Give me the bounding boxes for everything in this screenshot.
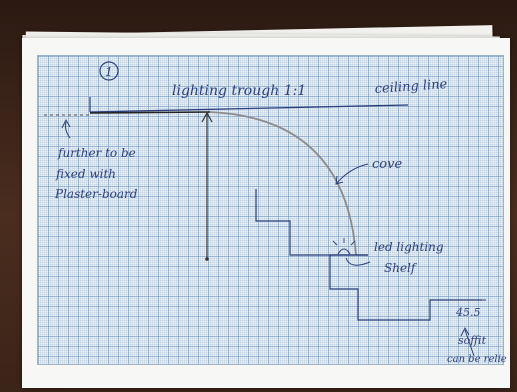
- ceiling-line-label: ceiling line: [374, 77, 448, 97]
- paper-sheet: [22, 38, 510, 388]
- led-label-line-2: Shelf: [384, 261, 418, 275]
- cove-label: cove: [372, 157, 402, 172]
- page-number: 1: [105, 65, 113, 79]
- drawing-title: lighting trough 1:1: [172, 83, 306, 99]
- soffit-arrowhead-icon: [460, 326, 470, 337]
- note-line-1: further to be: [57, 146, 136, 160]
- cove-curve: [209, 111, 357, 256]
- led-ray-2: [332, 240, 338, 246]
- stepped-profile-line: [255, 189, 482, 321]
- soffit-arrow-icon: [464, 329, 475, 357]
- page-number-circle: [99, 61, 119, 81]
- note-line-3: Plaster-board: [54, 187, 138, 201]
- soffit-note: can be relie: [447, 354, 507, 365]
- note-arrow-icon: [65, 121, 71, 139]
- led-ray-3: [350, 240, 356, 246]
- arrowhead-icon: [201, 111, 213, 123]
- led-label-line-1: led lighting: [374, 240, 444, 254]
- shelf-arrow-icon: [345, 257, 371, 266]
- note-arrowhead-icon: [61, 118, 71, 129]
- graph-paper-grid: [37, 55, 504, 365]
- trough-top-line: [89, 111, 211, 114]
- cove-arrowhead-icon: [335, 175, 344, 185]
- soffit-label: soffit: [458, 334, 487, 347]
- dimension-endpoint: [205, 257, 209, 261]
- led-lamp-icon: [337, 248, 351, 255]
- soffit-dimension: 45.5: [455, 306, 481, 319]
- cove-arrow-icon: [336, 163, 369, 184]
- note-line-2: fixed with: [55, 167, 116, 181]
- ceiling-line: [89, 104, 409, 113]
